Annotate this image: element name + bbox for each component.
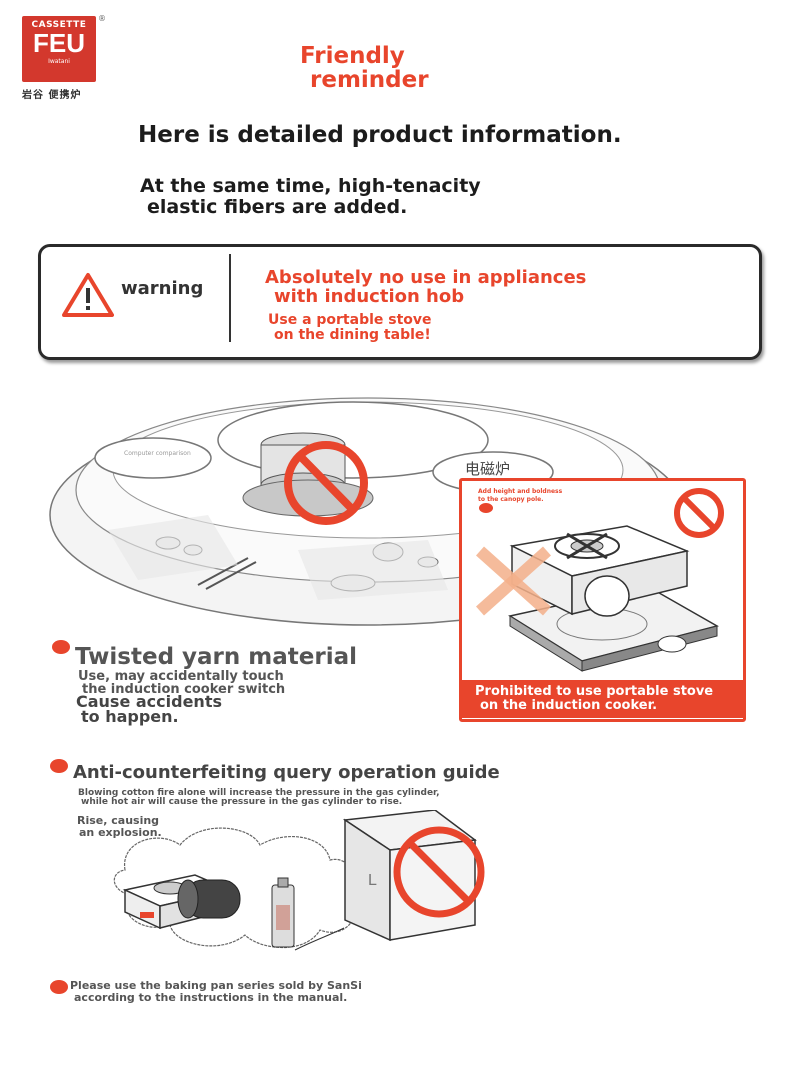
section2-text: Blowing cotton fire alone will increase … [78, 789, 440, 807]
section1-text-line-3: Cause accidents [76, 692, 222, 711]
logo-main-text: FEU [33, 28, 85, 58]
bullet-dot-icon [50, 759, 68, 773]
section2-text-emphasis: Rise, causing an explosion. [77, 815, 162, 839]
section2-text-line-1: Blowing cotton fire alone will increase … [78, 788, 440, 798]
headline: Here is detailed product information. [138, 122, 622, 148]
section1-text: Use, may accidentally touch the inductio… [78, 670, 285, 696]
warning-message-primary: Absolutely no use in appliances with ind… [265, 268, 586, 306]
section1-text-line-2: the induction cooker switch [82, 682, 286, 697]
page-title: Friendly reminder [300, 44, 429, 92]
panel-note-line-2: to the canopy pole. [478, 496, 544, 503]
section2-heading: Anti-counterfeiting query operation guid… [73, 762, 500, 783]
registered-mark: ® [98, 14, 106, 23]
logo-top-text: CASSETTE [31, 20, 87, 30]
warning-triangle-icon [62, 273, 114, 317]
warning-divider [229, 254, 231, 342]
logo-subtitle: 岩谷 便携炉 [22, 90, 82, 101]
panel-caption-line-1: Prohibited to use portable stove [475, 684, 714, 699]
plate-label: Computer comparison [124, 450, 191, 457]
section2-text-line-3: Rise, causing [77, 814, 160, 827]
stove-on-induction-illustration [475, 488, 724, 672]
heater-marking: L [368, 872, 377, 889]
warning-label: warning [121, 278, 204, 299]
warning-message-primary-line-1: Absolutely no use in appliances [265, 267, 587, 288]
title-line-1: Friendly [300, 43, 405, 69]
footer-line-2: according to the instructions in the man… [74, 991, 348, 1004]
logo-small-text: Iwatani [48, 58, 70, 65]
warning-box [38, 244, 762, 360]
panel-caption: Prohibited to use portable stove on the … [475, 685, 713, 713]
panel-caption-bar [459, 680, 746, 718]
footer-line-1: Please use the baking pan series sold by… [70, 979, 362, 992]
bullet-dot-icon [50, 980, 68, 994]
brand-logo: CASSETTE FEU Iwatani [22, 16, 96, 82]
subheadline-line-2: elastic fibers are added. [147, 196, 408, 218]
section1-text-line-1: Use, may accidentally touch [78, 669, 284, 684]
section1-text-line-4: to happen. [81, 707, 179, 726]
panel-note-line-1: Add height and boldness [478, 488, 563, 495]
section2-text-line-2: while hot air will cause the pressure in… [81, 797, 403, 807]
panel-caption-line-2: on the induction cooker. [480, 698, 658, 713]
warning-message-secondary-line-1: Use a portable stove [268, 312, 432, 328]
panel-note: Add height and boldness to the canopy po… [478, 488, 562, 504]
warning-message-secondary-line-2: on the dining table! [274, 327, 431, 343]
section1-heading: Twisted yarn material [75, 644, 357, 670]
warning-message-secondary: Use a portable stove on the dining table… [268, 313, 432, 343]
footer-note: Please use the baking pan series sold by… [70, 980, 362, 1004]
section2-text-line-4: an explosion. [79, 826, 162, 839]
section1-text-emphasis: Cause accidents to happen. [76, 692, 222, 726]
subheadline-line-1: At the same time, high-tenacity [140, 175, 481, 197]
warning-message-primary-line-2: with induction hob [274, 286, 465, 307]
induction-sign-label: 电磁炉 [465, 460, 511, 478]
title-line-2: reminder [310, 67, 429, 93]
bullet-dot-icon [52, 640, 70, 654]
heater-stove-illustration: L [113, 810, 485, 951]
subheadline: At the same time, high-tenacity elastic … [140, 176, 481, 218]
